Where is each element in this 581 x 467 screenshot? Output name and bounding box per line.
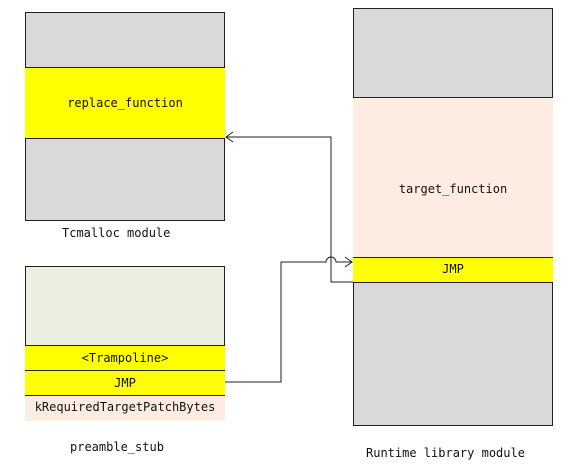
patch-bytes-label: kRequiredTargetPatchBytes: [34, 400, 216, 414]
patch-bytes-cell: kRequiredTargetPatchBytes: [25, 395, 225, 421]
runtime-arrowhead-icon: [344, 256, 353, 268]
preamble-jmp-cell: JMP: [25, 370, 225, 396]
runtime-jmp-cell: JMP: [353, 257, 553, 283]
preamble-jmp-to-runtime-arrow: [225, 256, 352, 383]
preamble-jmp-label: JMP: [114, 376, 136, 390]
runtime-library-block: target_function JMP: [353, 8, 553, 426]
replace-arrowhead-icon: [225, 131, 234, 143]
target-function-cell: target_function: [353, 97, 553, 258]
jmp-to-replace-arrow: [226, 136, 353, 283]
tcmalloc-module-caption: Tcmalloc module: [62, 226, 171, 240]
preamble-stub-caption: preamble_stub: [70, 440, 164, 454]
replace-function-label: replace_function: [67, 96, 183, 110]
runtime-library-caption: Runtime library module: [366, 446, 525, 460]
trampoline-cell: <Trampoline>: [25, 345, 225, 371]
preamble-stub-block: <Trampoline> JMP kRequiredTargetPatchByt…: [25, 266, 225, 421]
runtime-jmp-label: JMP: [442, 262, 464, 276]
tcmalloc-module-block: replace_function: [25, 12, 225, 221]
trampoline-label: <Trampoline>: [81, 351, 169, 365]
replace-function-cell: replace_function: [25, 67, 225, 139]
target-function-label: target_function: [398, 182, 508, 196]
